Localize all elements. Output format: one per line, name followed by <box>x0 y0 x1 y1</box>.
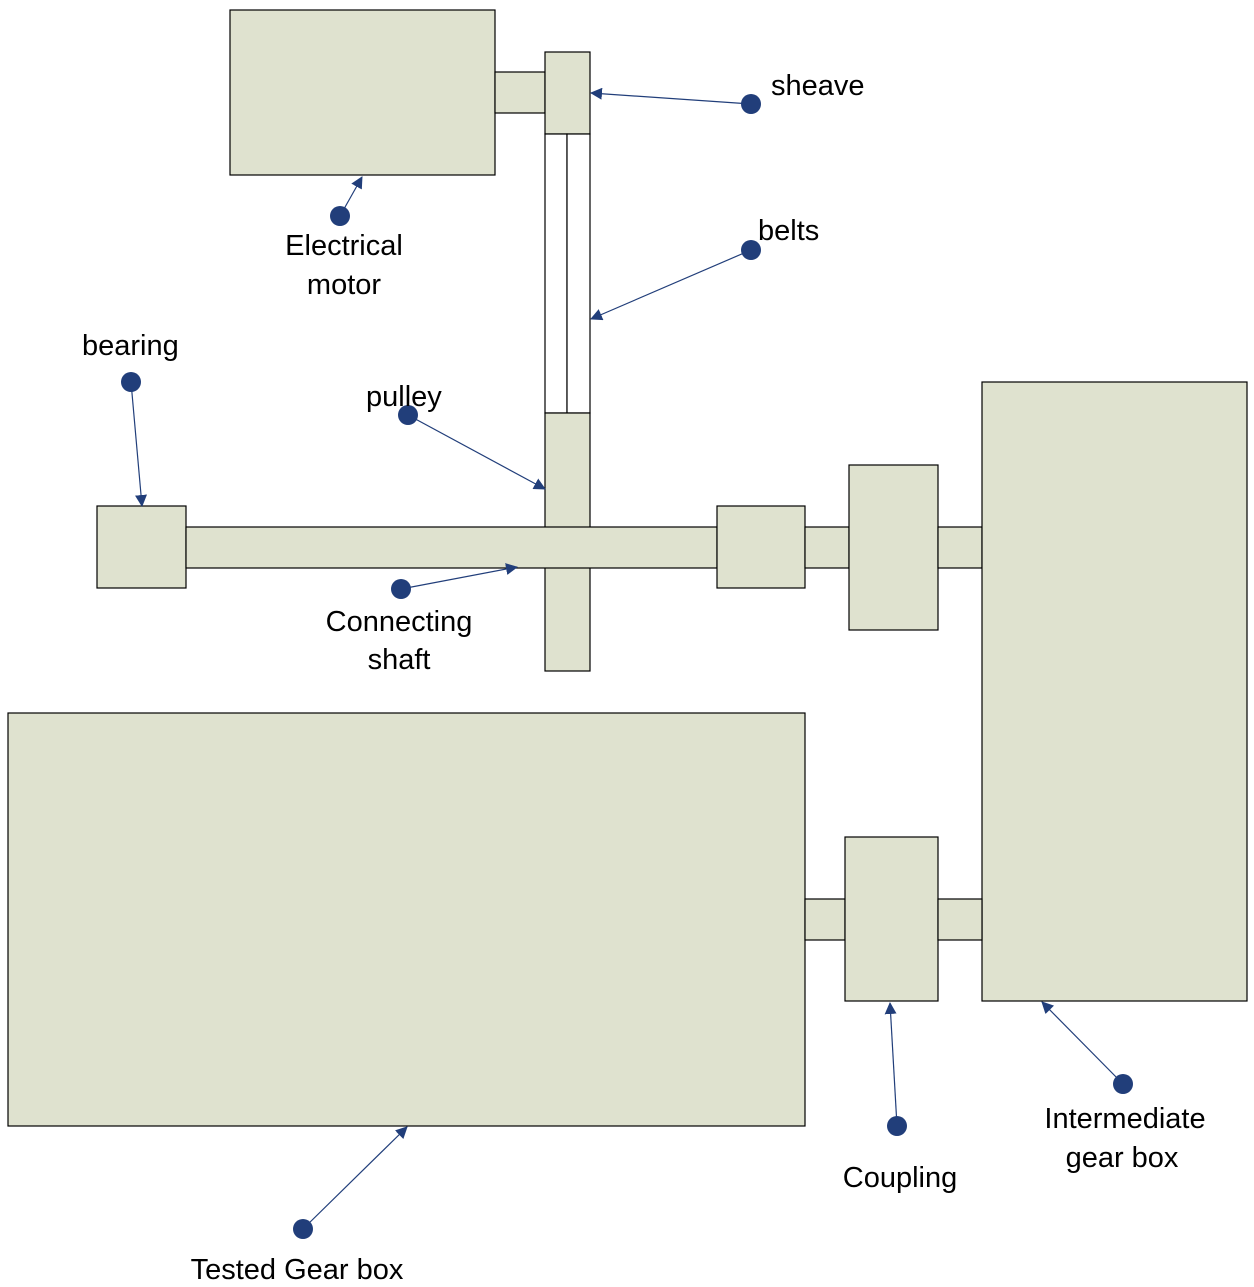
callout-sheave <box>590 87 761 114</box>
label-connecting-shaft-line2: shaft <box>368 644 431 676</box>
callout-pulley <box>398 405 546 490</box>
callout-dot-icon <box>391 579 411 599</box>
label-electrical-motor-line1: Electrical <box>285 230 403 262</box>
shaft-segment-2 <box>937 526 983 569</box>
intermediate-gear-box <box>981 381 1248 1002</box>
callout-electrical-motor <box>330 176 363 226</box>
label-electrical-motor-line2: motor <box>307 269 381 301</box>
electrical-motor <box>229 9 496 176</box>
connecting-shaft <box>185 526 718 569</box>
callout-intermediate-gear-box <box>1041 1001 1133 1094</box>
label-pulley: pulley <box>366 381 442 413</box>
label-belts: belts <box>758 215 819 247</box>
sheave <box>544 51 591 135</box>
callout-coupling <box>884 1002 907 1136</box>
callout-dot-icon <box>121 372 141 392</box>
label-bearing: bearing <box>82 330 179 362</box>
label-intermediate-gear-box-line1: Intermediate <box>1044 1103 1205 1135</box>
label-tested-gear-box: Tested Gear box <box>191 1254 404 1286</box>
callout-dot-icon <box>887 1116 907 1136</box>
callout-dot-icon <box>741 240 761 260</box>
bearing <box>96 505 187 589</box>
callout-dot-icon <box>398 405 418 425</box>
label-connecting-shaft-line1: Connecting <box>326 606 473 638</box>
callout-dot-icon <box>330 206 350 226</box>
motor-shaft <box>494 71 546 114</box>
label-sheave: sheave <box>771 70 865 102</box>
callout-dot-icon <box>293 1219 313 1239</box>
callout-connecting-shaft <box>391 563 518 599</box>
shaft-bearing-right <box>716 505 806 589</box>
callout-belts <box>590 240 761 321</box>
callout-tested-gear-box <box>293 1126 408 1239</box>
label-coupling: Coupling <box>843 1162 957 1194</box>
label-intermediate-gear-box-line2: gear box <box>1066 1142 1179 1174</box>
callout-dot-icon <box>1113 1074 1133 1094</box>
belt-left <box>544 133 568 414</box>
upper-coupling <box>848 464 939 631</box>
coupling <box>844 836 939 1002</box>
callout-bearing <box>121 372 148 507</box>
lower-shaft-right <box>937 898 983 941</box>
shaft-segment-1 <box>804 526 850 569</box>
tested-gear-box <box>7 712 806 1127</box>
callout-dot-icon <box>741 94 761 114</box>
belt-right <box>566 133 591 414</box>
lower-shaft-left <box>804 898 846 941</box>
